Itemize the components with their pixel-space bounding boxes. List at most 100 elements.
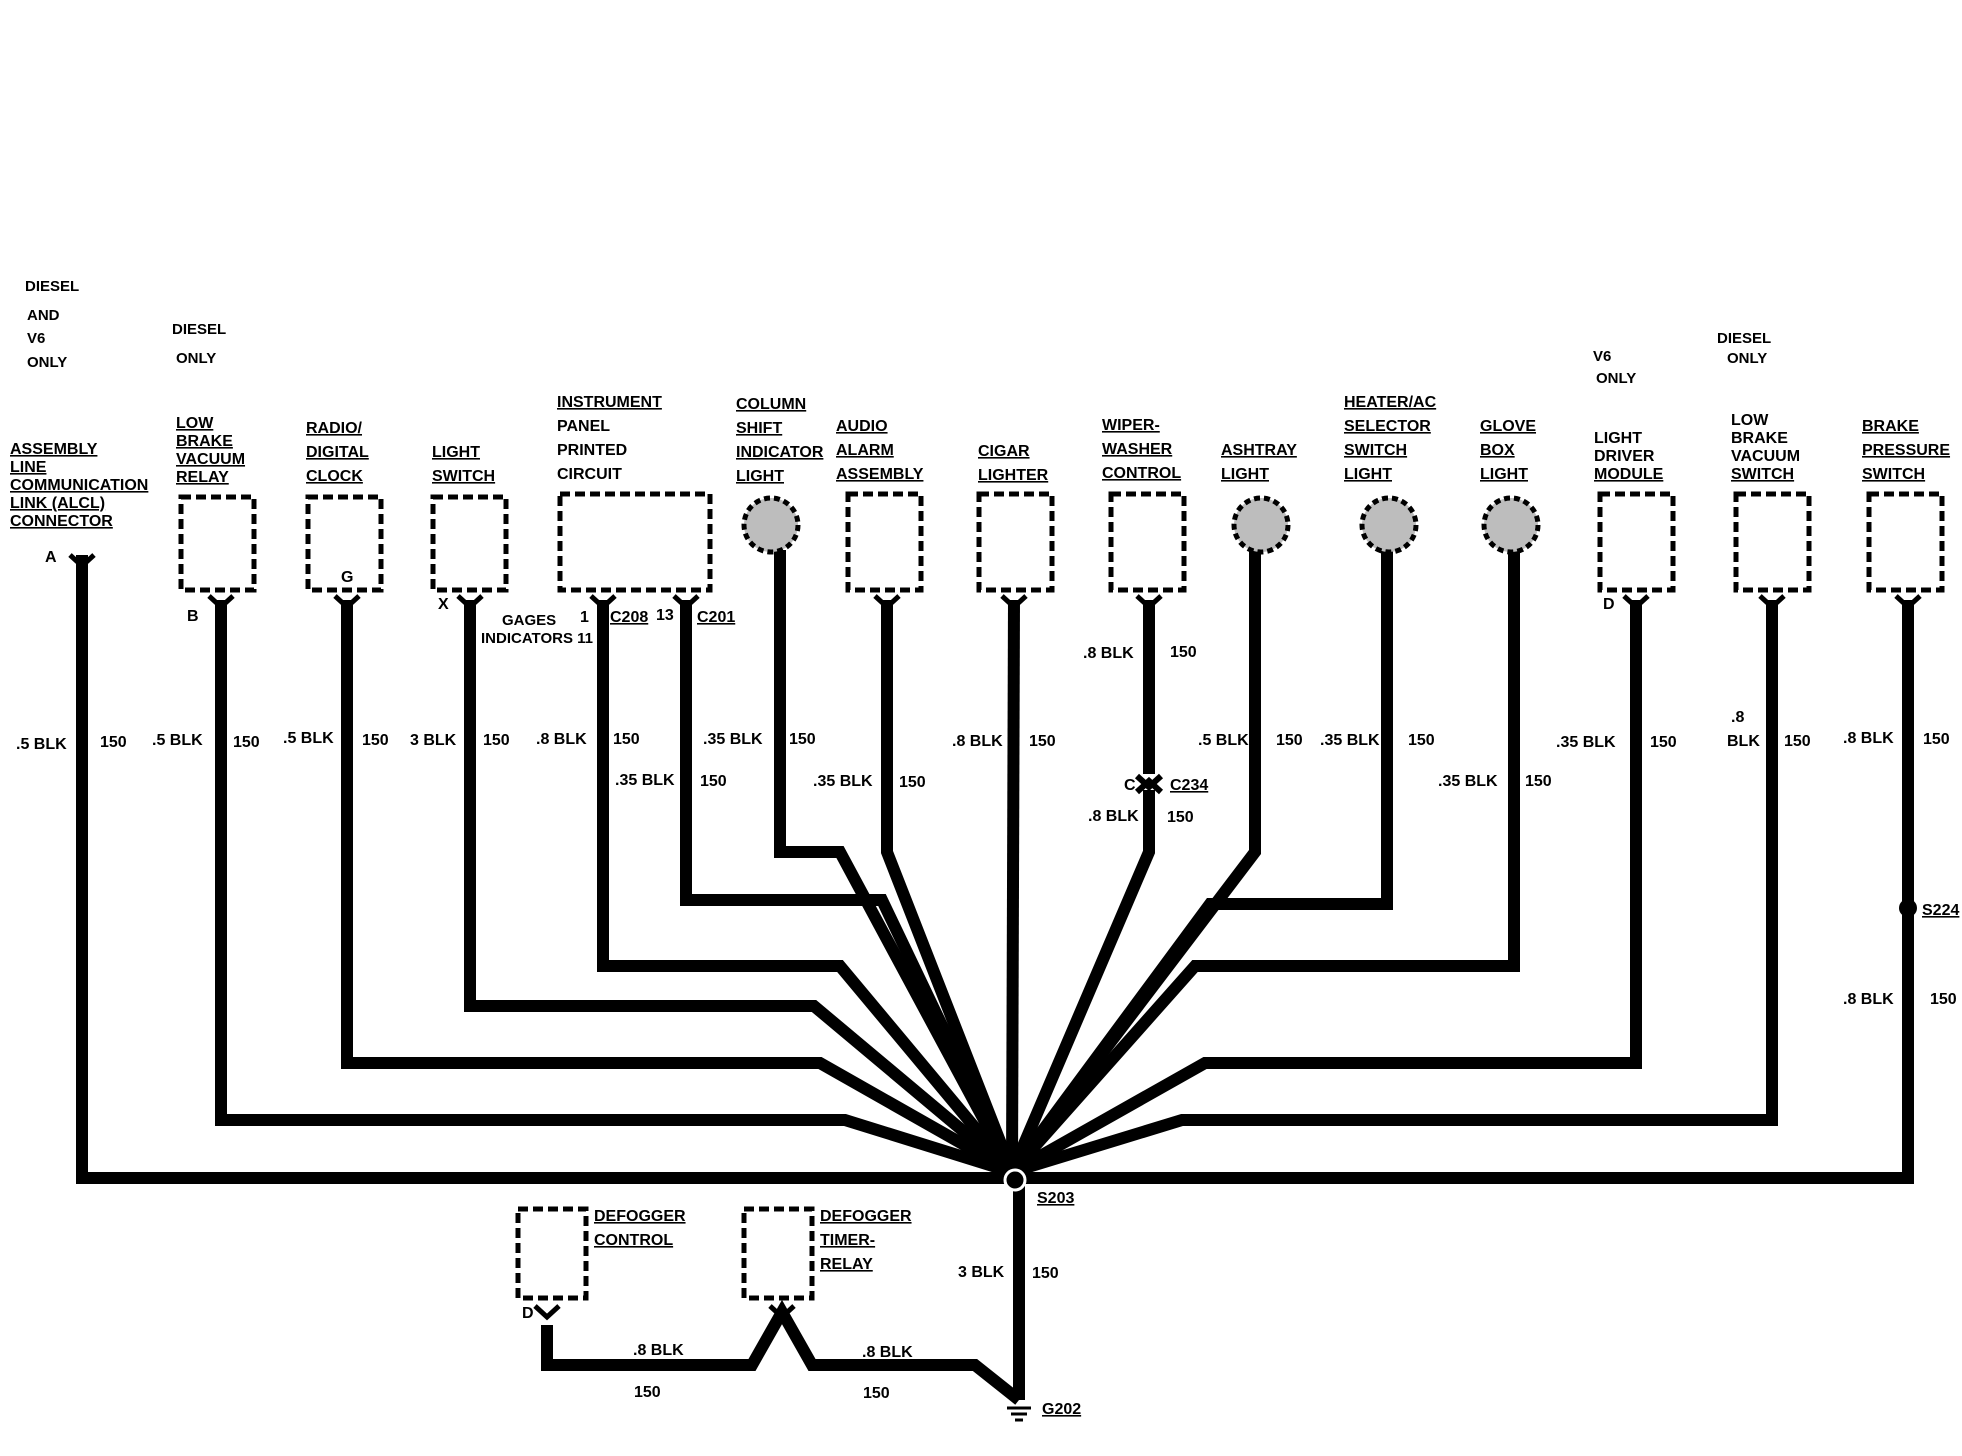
wire-circuit-wiper-washer-bottom: 150: [1167, 809, 1194, 826]
box-light-driver-module: [1597, 491, 1676, 593]
label-defogger-timer-relay-0: DEFOGGER: [820, 1208, 912, 1225]
label-audio-alarm-0: AUDIO: [836, 418, 888, 435]
terminals: [68, 553, 1922, 1321]
terminal-alcl: [68, 553, 96, 570]
box-defogger-control: [515, 1206, 589, 1301]
wire-label-ground: 3 BLK: [958, 1264, 1005, 1281]
bulb-ashtray-light: [1231, 495, 1291, 555]
wire-column-shift-indicator-light: [774, 550, 1018, 1175]
wire-label-wiper-washer-top: .8 BLK: [1083, 645, 1134, 662]
terminal-wiper-washer-control: [1135, 594, 1163, 611]
bulb-heater-ac-selector-switch-light: [1359, 495, 1419, 555]
terminal-light-switch: [456, 594, 484, 611]
label-ashtray-light-1: LIGHT: [1221, 466, 1269, 483]
wire-label-brake-pressure-bottom: .8 BLK: [1843, 991, 1894, 1008]
wire-circuit-brake-pressure-bottom: 150: [1930, 991, 1957, 1008]
pin-light-driver-module: D: [1603, 596, 1615, 613]
wire-circuit-wiper-washer-top: 150: [1170, 644, 1197, 661]
terminal-audio-alarm-assembly: [873, 594, 901, 611]
box-light-switch: [430, 494, 509, 593]
wire-circuit-alcl: 150: [100, 734, 127, 751]
wire-brake-pressure-switch: [1012, 600, 1914, 1184]
label-cigar-lighter-1: LIGHTER: [978, 467, 1049, 484]
ground-g202-label: G202: [1042, 1401, 1081, 1418]
note-diesel-v6-0: DIESEL: [25, 278, 79, 295]
pin-low-brake-vacuum-relay: B: [187, 608, 199, 625]
label-heater-ac-0: HEATER/AC: [1344, 394, 1437, 411]
label-light-driver-2: MODULE: [1594, 466, 1664, 483]
label-low-brake-vacuum-relay-2: VACUUM: [176, 451, 245, 468]
note-v6-only-1: ONLY: [1596, 370, 1636, 387]
note-v6-only-0: V6: [1593, 348, 1611, 365]
connector-c234-upper: [1134, 773, 1164, 792]
terminal-low-brake-vacuum-switch: [1758, 594, 1786, 611]
label-light-switch-0: LIGHT: [432, 444, 480, 461]
label-radio-digital-clock-1: DIGITAL: [306, 444, 369, 461]
note-diesel-v6-1: AND: [27, 307, 60, 324]
label-brake-pressure-1: PRESSURE: [1862, 442, 1950, 459]
wire-label-audio-alarm: .35 BLK: [813, 773, 873, 790]
box-wiper-washer-control: [1108, 491, 1187, 593]
wire-label-low-brake-vacuum-relay: .5 BLK: [152, 732, 203, 749]
box-cigar-lighter: [976, 491, 1055, 593]
wire-label-wiper-washer-bottom: .8 BLK: [1088, 808, 1139, 825]
wire-circuit-radio-digital-clock: 150: [362, 732, 389, 749]
pin-instrument-panel-1: 1: [580, 609, 589, 626]
wire-label-alcl: .5 BLK: [16, 736, 67, 753]
box-instrument-panel: [557, 491, 713, 593]
connector-c234: C234: [1170, 777, 1208, 794]
bulb-glove-box-light: [1481, 495, 1541, 555]
connector-c201: C201: [697, 609, 735, 626]
label-column-shift-1: SHIFT: [736, 420, 782, 437]
wire-circuit-glove-box: 150: [1525, 773, 1552, 790]
label-audio-alarm-1: ALARM: [836, 442, 894, 459]
note-diesel-only-right-0: DIESEL: [1717, 330, 1771, 347]
wire-label-low-brake-vacuum-switch-b: BLK: [1727, 733, 1760, 750]
wire-audio-alarm-assembly: [881, 600, 1018, 1175]
pin-labels: A B G X GAGES INDICATORS 11 1 C208 13 C2…: [45, 549, 1959, 1418]
label-column-shift-0: COLUMN: [736, 396, 806, 413]
label-defogger-timer-relay-1: TIMER-: [820, 1232, 875, 1249]
variant-notes: DIESEL AND V6 ONLY DIESEL ONLY V6 ONLY D…: [25, 278, 1771, 387]
terminal-instrument-panel-c201: [672, 594, 700, 611]
wire-label-light-switch: 3 BLK: [410, 732, 457, 749]
terminal-low-brake-vacuum-relay: [207, 594, 235, 611]
pin-instrument-panel-13: 13: [656, 607, 674, 624]
splice-s203: [1003, 1168, 1027, 1192]
box-brake-pressure-switch: [1866, 491, 1945, 593]
terminal-defogger-timer-relay: [768, 1304, 796, 1321]
pin-defogger-control: D: [522, 1305, 534, 1322]
wire-circuit-instrument-panel-b: 150: [700, 773, 727, 790]
label-radio-digital-clock-2: CLOCK: [306, 468, 363, 485]
label-glove-box-2: LIGHT: [1480, 466, 1528, 483]
wire-circuit-instrument-panel-a: 150: [613, 731, 640, 748]
label-alcl-1: LINE: [10, 459, 47, 476]
components: [178, 491, 1945, 1301]
pin-alcl: A: [45, 549, 57, 566]
label-column-shift-2: INDICATOR: [736, 444, 824, 461]
wire-circuit-light-driver: 150: [1650, 734, 1677, 751]
wire-instrument-panel-c201: [680, 600, 1018, 1175]
wire-circuit-light-switch: 150: [483, 732, 510, 749]
wire-cigar-lighter: [1006, 599, 1020, 1173]
wire-wiper-washer-control-lower: [1006, 790, 1155, 1175]
box-audio-alarm-assembly: [845, 491, 924, 593]
note-diesel-only-left-0: DIESEL: [172, 321, 226, 338]
wire-label-light-driver: .35 BLK: [1556, 734, 1616, 751]
wire-circuit-cigar-lighter: 150: [1029, 733, 1056, 750]
connector-c234-pin: C: [1124, 777, 1136, 794]
component-labels: ASSEMBLY LINE COMMUNICATION LINK (ALCL) …: [10, 394, 1950, 1273]
label-alcl-4: CONNECTOR: [10, 513, 113, 530]
label-alcl-0: ASSEMBLY: [10, 441, 98, 458]
wire-defogger-control: [541, 1299, 1023, 1405]
wire-light-driver-module: [1009, 600, 1642, 1178]
label-low-brake-vacuum-relay-0: LOW: [176, 415, 214, 432]
label-radio-digital-clock-0: RADIO/: [306, 420, 363, 437]
wire-circuit-defogger-timer-relay: 150: [863, 1385, 890, 1402]
label-cigar-lighter-0: CIGAR: [978, 443, 1030, 460]
wire-instrument-panel-c208: [597, 600, 1017, 1176]
gages-indicators-1: INDICATORS 11: [481, 630, 593, 647]
bulb-column-shift-indicator-light: [741, 495, 801, 555]
terminal-radio-digital-clock: [333, 594, 361, 611]
wire-label-brake-pressure-top: .8 BLK: [1843, 730, 1894, 747]
